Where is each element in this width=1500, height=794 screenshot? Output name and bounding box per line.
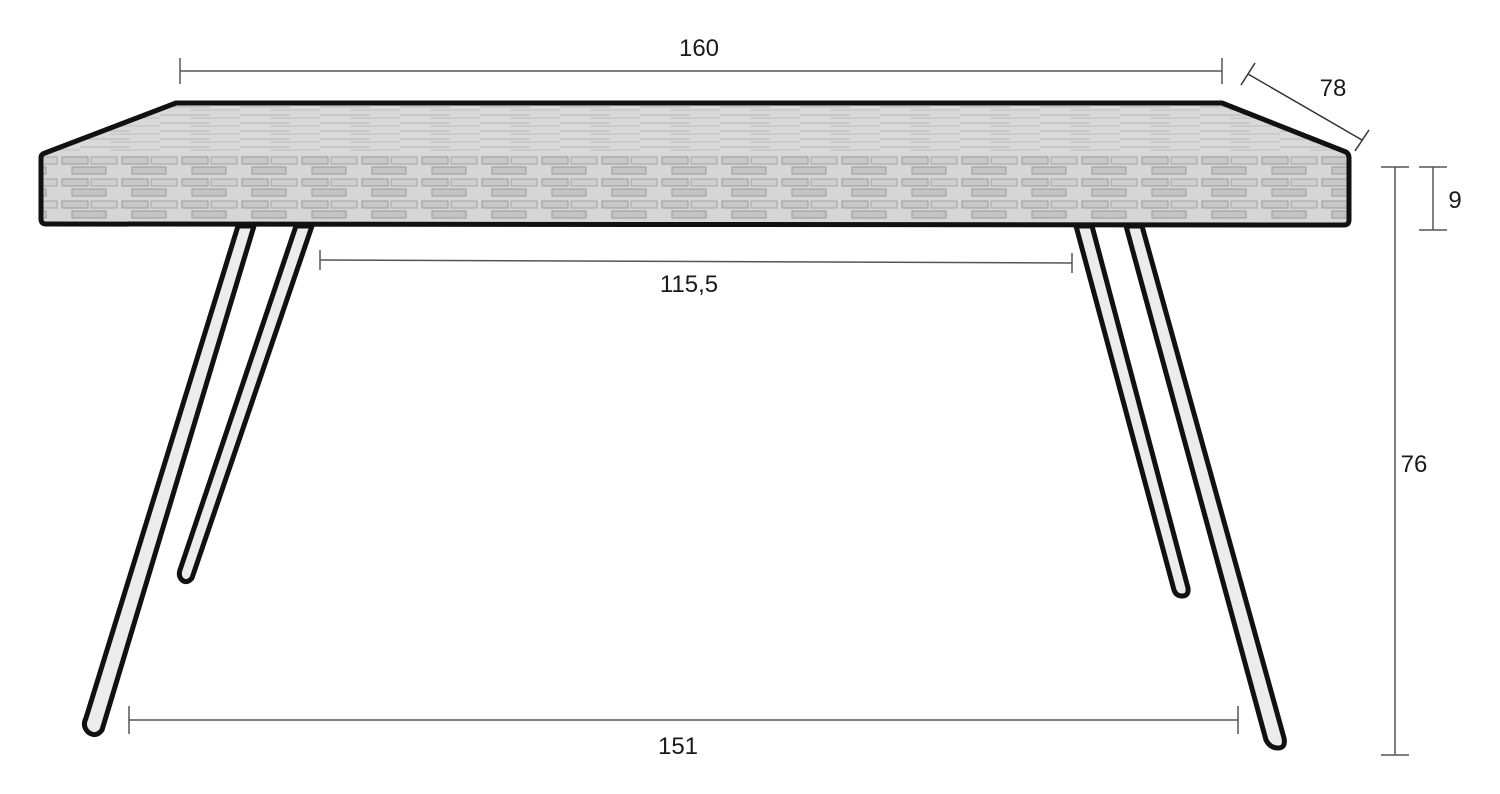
dimension-depth-label: 78 [1320,75,1347,102]
table-top [38,100,1352,228]
dimension-length-label: 160 [679,35,719,62]
table-top-outline [38,100,1352,228]
dimension-height-label: 76 [1401,451,1428,478]
back-left-leg [176,223,315,585]
table-top-surface [42,104,1348,154]
dimension-inner-span [319,250,1073,273]
dimension-thickness [1419,166,1447,231]
front-left-leg [81,223,257,738]
dimension-thickness-label: 9 [1448,187,1461,214]
table-legs [81,223,1287,751]
table-top-edge [42,154,1348,224]
back-right-leg [1073,223,1191,599]
dimension-inner-span-label: 115,5 [660,271,718,298]
dimension-length [179,58,1223,84]
dimension-foot-span [128,706,1239,734]
dimension-depth [1240,62,1370,152]
dimension-height [1381,166,1409,756]
dimension-foot-span-label: 151 [658,733,698,760]
front-right-leg [1123,223,1287,751]
